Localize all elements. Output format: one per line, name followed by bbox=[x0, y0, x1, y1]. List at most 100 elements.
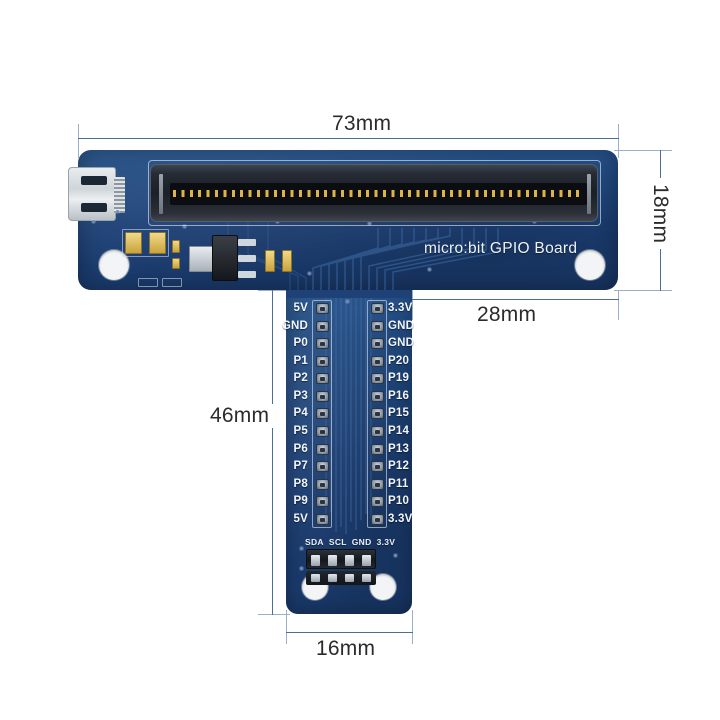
gpio-pin-label-right-10: P11 bbox=[388, 477, 409, 490]
dim-label-height-46mm: 46mm bbox=[204, 404, 276, 428]
gpio-pin-label-right-0: 3.3V bbox=[388, 302, 413, 314]
edge-connector-post-right bbox=[587, 174, 591, 214]
ext-line-top-46 bbox=[258, 290, 290, 291]
gpio-pin-label-left-0: 5V bbox=[293, 302, 308, 314]
gpio-pin-right-3_3v[interactable] bbox=[370, 303, 384, 314]
gpio-pin-left-p9[interactable] bbox=[315, 496, 329, 508]
gpio-pin-label-left-4: P2 bbox=[293, 372, 308, 385]
via-top-6 bbox=[368, 222, 371, 225]
usb-slot-top bbox=[81, 176, 107, 185]
gpio-pin-label-left-10: P8 bbox=[293, 477, 308, 490]
i2c-pad-4 bbox=[362, 574, 371, 582]
edge-connector-slot bbox=[170, 183, 587, 205]
gpio-pin-label-right-8: P13 bbox=[388, 442, 410, 455]
regulator-pin-3 bbox=[238, 271, 256, 278]
ext-line-left-16 bbox=[286, 610, 287, 644]
gpio-pin-left-p0[interactable] bbox=[315, 338, 329, 350]
voltage-regulator-ic bbox=[212, 235, 238, 281]
gpio-pin-left-5v[interactable] bbox=[315, 513, 329, 525]
gpio-pin-label-right-5: P16 bbox=[388, 389, 410, 402]
i2c-pin-header[interactable] bbox=[306, 549, 376, 569]
gpio-pin-label-left-5: P3 bbox=[293, 389, 308, 402]
gpio-pin-left-p4[interactable] bbox=[315, 408, 329, 420]
gpio-pin-right-gnd[interactable] bbox=[370, 320, 384, 332]
gpio-pin-left-p2[interactable] bbox=[315, 373, 329, 385]
gpio-pin-right-p11[interactable] bbox=[370, 478, 384, 490]
i2c-pin-4 bbox=[362, 555, 371, 566]
smd-inductor bbox=[189, 246, 213, 272]
dim-line-46mm bbox=[272, 290, 273, 615]
gpio-pin-right-gnd[interactable] bbox=[370, 338, 384, 350]
gpio-pin-right-p12[interactable] bbox=[370, 461, 384, 473]
pin-header-right[interactable] bbox=[370, 303, 384, 525]
i2c-label-sda: SDA bbox=[305, 537, 324, 547]
gpio-pin-label-left-1: GND bbox=[281, 319, 308, 332]
dim-label-height-18mm: 18mm bbox=[648, 178, 672, 250]
gpio-pin-right-p10[interactable] bbox=[370, 496, 384, 508]
via-stem-1 bbox=[300, 547, 303, 550]
micro-usb-port-icon bbox=[68, 167, 125, 221]
gpio-pin-right-p19[interactable] bbox=[370, 373, 384, 385]
gpio-pin-label-right-9: P12 bbox=[388, 460, 410, 473]
gpio-pin-right-p15[interactable] bbox=[370, 408, 384, 420]
ext-line-left-73 bbox=[78, 124, 79, 158]
regulator-pin-1 bbox=[238, 239, 256, 246]
i2c-label-gnd: GND bbox=[351, 537, 372, 547]
via-top-3 bbox=[183, 225, 186, 228]
i2c-pad-2 bbox=[328, 574, 337, 582]
smd-capacitor-2 bbox=[282, 250, 292, 272]
header-outline-right bbox=[367, 300, 387, 528]
ext-line-left-28 bbox=[412, 290, 413, 320]
ext-line-right-73 bbox=[618, 124, 619, 158]
dim-label-width-16mm: 16mm bbox=[310, 637, 382, 661]
ext-line-bottom-46 bbox=[258, 614, 290, 615]
via-top-2 bbox=[116, 210, 119, 213]
i2c-pin-3 bbox=[345, 555, 354, 566]
i2c-pad-3 bbox=[345, 574, 354, 582]
i2c-label-3_3v: 3.3V bbox=[376, 537, 396, 547]
via-stem-4 bbox=[346, 300, 349, 303]
gpio-pin-right-p13[interactable] bbox=[370, 443, 384, 455]
gpio-pin-label-right-2: GND bbox=[388, 337, 415, 350]
gpio-pin-right-p14[interactable] bbox=[370, 426, 384, 438]
mounting-hole-top-left bbox=[99, 250, 129, 280]
i2c-solder-pads bbox=[306, 571, 376, 585]
mounting-hole-top-right bbox=[575, 250, 605, 280]
smd-resistor-2 bbox=[172, 258, 180, 269]
gpio-pin-right-p20[interactable] bbox=[370, 355, 384, 367]
gpio-pin-right-p16[interactable] bbox=[370, 390, 384, 402]
gpio-pin-left-p3[interactable] bbox=[315, 390, 329, 402]
smd-resistor-1 bbox=[172, 240, 180, 253]
gpio-pin-left-p1[interactable] bbox=[315, 355, 329, 367]
gpio-pin-left-p6[interactable] bbox=[315, 443, 329, 455]
gpio-pin-left-p8[interactable] bbox=[315, 478, 329, 490]
gpio-pin-label-right-7: P14 bbox=[388, 425, 410, 438]
gpio-pin-right-3_3v[interactable] bbox=[370, 513, 384, 525]
via-stem-2 bbox=[300, 567, 303, 570]
dim-label-width-28mm: 28mm bbox=[471, 303, 543, 327]
board-silk-name: micro:bit GPIO Board bbox=[424, 240, 578, 257]
gpio-pin-left-p7[interactable] bbox=[315, 461, 329, 473]
smd-capacitor-1 bbox=[265, 250, 275, 272]
via-top-11 bbox=[308, 272, 311, 275]
edge-connector-icon bbox=[150, 164, 598, 222]
via-top-10 bbox=[428, 268, 431, 271]
edge-connector-post-left bbox=[159, 174, 163, 214]
gpio-pin-left-gnd[interactable] bbox=[315, 320, 329, 332]
silk-outline-leds bbox=[122, 229, 169, 257]
gpio-pin-left-p5[interactable] bbox=[315, 426, 329, 438]
ext-line-bottom-18 bbox=[614, 290, 672, 291]
i2c-pin-2 bbox=[328, 555, 337, 566]
ext-line-right-16 bbox=[412, 610, 413, 644]
pin-header-left[interactable] bbox=[315, 303, 329, 525]
dim-line-28mm bbox=[412, 299, 619, 300]
gpio-pin-left-5v[interactable] bbox=[315, 303, 329, 314]
gpio-pin-label-right-12: 3.3V bbox=[388, 512, 413, 525]
ext-line-right-28 bbox=[618, 290, 619, 320]
gpio-pin-label-left-12: 5V bbox=[293, 512, 308, 525]
edge-connector-contacts bbox=[173, 190, 584, 197]
i2c-pin-1 bbox=[311, 555, 320, 566]
